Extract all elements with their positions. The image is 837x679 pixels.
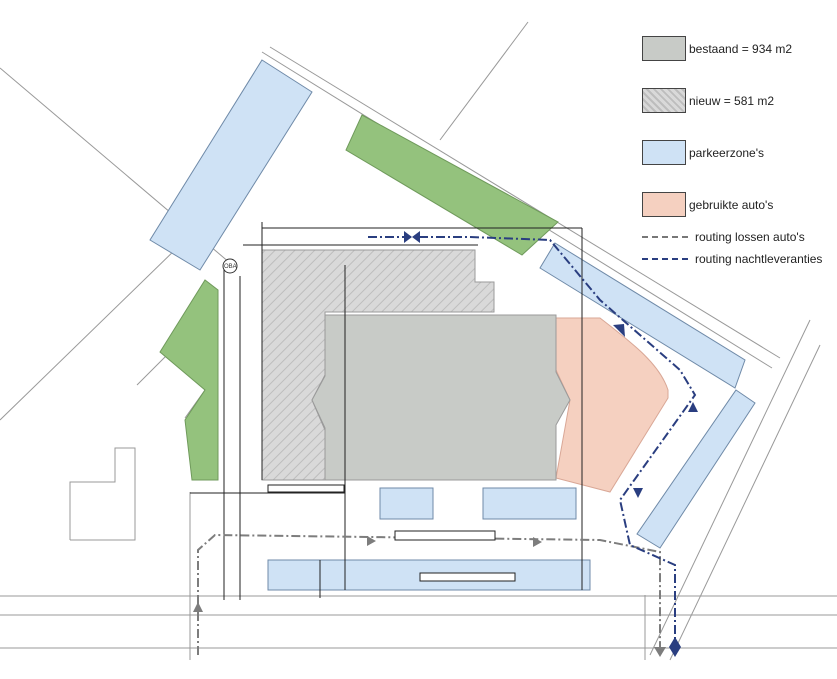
legend-existing: bestaand = 934 m2 <box>642 36 792 61</box>
plan-tag-boxes <box>267 484 516 582</box>
legend-route-unloading: routing lossen auto's <box>642 230 805 244</box>
parking-zone-northeast <box>539 242 746 389</box>
legend-used-cars-swatch <box>642 192 686 217</box>
legend-existing-swatch <box>642 36 686 61</box>
route-unloading-arrows <box>193 536 666 657</box>
legend-used-cars-label: gebruikte auto's <box>689 197 774 212</box>
parking-zone-east <box>636 389 756 549</box>
dimension-lines <box>190 222 583 600</box>
parking-zones <box>149 59 756 591</box>
oba-label: OBA <box>224 264 237 270</box>
legend-route-night: routing nachtleveranties <box>642 252 822 266</box>
route-night-deliveries <box>368 236 697 655</box>
legend-used-cars: gebruikte auto's <box>642 192 773 217</box>
legend-existing-label: bestaand = 934 m2 <box>689 41 793 56</box>
legend-parking-swatch <box>642 140 686 165</box>
legend-route-unloading-label: routing lossen auto's <box>695 230 805 244</box>
parking-zone-right-small <box>482 487 577 520</box>
parking-zone-left-small <box>379 487 434 520</box>
green-area-west <box>159 279 219 481</box>
legend-parking: parkeerzone's <box>642 140 764 165</box>
parking-zone-northwest <box>149 59 313 271</box>
route-unloading <box>197 533 661 655</box>
green-areas <box>159 114 559 481</box>
legend-parking-label: parkeerzone's <box>689 145 764 160</box>
legend-route-night-line <box>642 258 688 260</box>
building-existing <box>311 314 571 481</box>
legend-new-swatch <box>642 88 686 113</box>
green-area-north <box>345 114 559 256</box>
route-night-arrows <box>404 231 698 657</box>
legend-route-unloading-line <box>642 236 688 238</box>
used-cars-area <box>555 317 669 493</box>
legend-new: nieuw = 581 m2 <box>642 88 774 113</box>
oba-marker <box>222 258 238 274</box>
legend-route-night-label: routing nachtleveranties <box>695 252 823 266</box>
legend-new-label: nieuw = 581 m2 <box>689 93 775 108</box>
